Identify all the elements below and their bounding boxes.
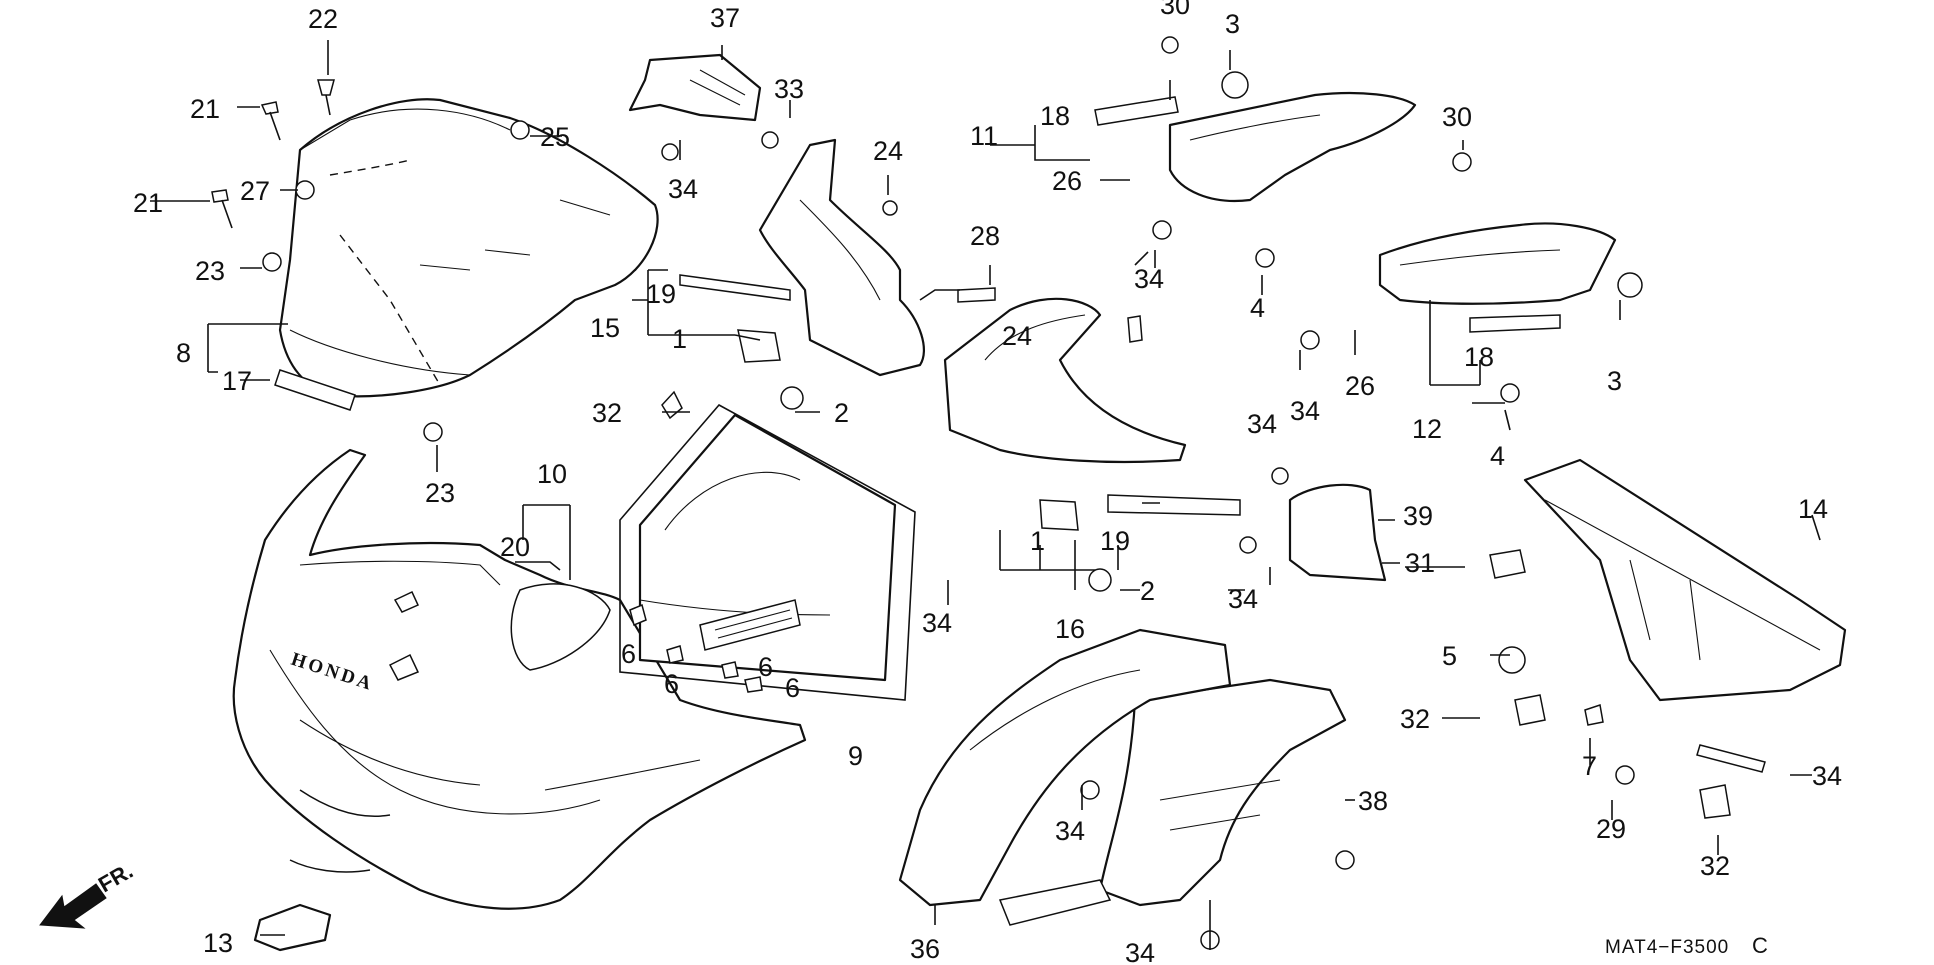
callout-12: 12 bbox=[1412, 414, 1442, 444]
callout-30: 30 bbox=[1442, 102, 1472, 132]
diagram-revision: C bbox=[1752, 933, 1768, 958]
diagram-code: MAT4−F3500 bbox=[1605, 937, 1729, 958]
callout-23: 23 bbox=[195, 256, 225, 286]
callout-16: 16 bbox=[1055, 614, 1085, 644]
callout-1: 1 bbox=[1030, 526, 1045, 556]
callout-18: 18 bbox=[1464, 342, 1494, 372]
callout-32: 32 bbox=[1700, 851, 1730, 881]
callout-34: 34 bbox=[1134, 264, 1164, 294]
callout-26: 26 bbox=[1345, 371, 1375, 401]
callout-33: 32 bbox=[592, 398, 622, 428]
callout-34: 34 bbox=[1228, 584, 1258, 614]
callout-21: 21 bbox=[133, 188, 163, 218]
callout-6: 6 bbox=[758, 652, 773, 682]
callout-7: 7 bbox=[1582, 751, 1597, 781]
callout-9: 9 bbox=[848, 741, 863, 771]
callout-numbers: 22 21 25 21 27 23 8 17 23 10 20 13 37 33… bbox=[133, 0, 1842, 965]
callout-40: 39 bbox=[1403, 501, 1433, 531]
callout-23: 23 bbox=[425, 478, 455, 508]
callout-30: 30 bbox=[1160, 0, 1190, 20]
callout-34: 34 bbox=[1290, 396, 1320, 426]
callout-31: 31 bbox=[1405, 548, 1435, 578]
callout-34: 33 bbox=[774, 74, 804, 104]
callout-19: 19 bbox=[1100, 526, 1130, 556]
callout-3: 3 bbox=[1225, 9, 1240, 39]
callout-2: 2 bbox=[1140, 576, 1155, 606]
side-duct-11 bbox=[1094, 91, 1417, 203]
callout-34: 34 bbox=[1247, 409, 1277, 439]
callout-19: 19 bbox=[646, 279, 676, 309]
callout-10: 10 bbox=[537, 459, 567, 489]
cowl-stay-14 bbox=[1523, 458, 1847, 702]
duct-piece-38 bbox=[628, 53, 762, 122]
callout-4: 4 bbox=[1490, 441, 1505, 471]
callout-24: 24 bbox=[1002, 321, 1032, 351]
callout-14: 14 bbox=[1798, 494, 1828, 524]
callout-21: 21 bbox=[190, 94, 220, 124]
callout-36: 34 bbox=[1812, 761, 1842, 791]
bracket-40 bbox=[1288, 483, 1387, 582]
callout-2: 2 bbox=[834, 398, 849, 428]
callout-34: 34 bbox=[1125, 938, 1155, 965]
callout-37: 36 bbox=[910, 934, 940, 964]
callout-5: 5 bbox=[1442, 641, 1457, 671]
leader-lines bbox=[150, 40, 1821, 950]
front-direction-indicator: FR. bbox=[39, 858, 137, 929]
callout-22: 22 bbox=[308, 4, 338, 34]
callout-20: 20 bbox=[500, 532, 530, 562]
callout-6: 6 bbox=[664, 669, 679, 699]
inner-panel-part bbox=[619, 403, 916, 701]
callout-1: 1 bbox=[672, 324, 687, 354]
middle-cowl-right bbox=[943, 297, 1241, 531]
callout-39: 38 bbox=[1358, 786, 1388, 816]
callout-11: 11 bbox=[970, 121, 998, 151]
callout-15: 15 bbox=[590, 313, 620, 343]
callout-34: 34 bbox=[668, 174, 698, 204]
callout-28: 29 bbox=[1596, 814, 1626, 844]
callout-25: 25 bbox=[540, 122, 570, 152]
callout-24: 24 bbox=[873, 136, 903, 166]
air-duct-39 bbox=[998, 678, 1347, 926]
callout-6: 6 bbox=[621, 639, 636, 669]
upper-cowl-part: HONDA bbox=[232, 448, 807, 910]
air-duct-37 bbox=[898, 628, 1232, 907]
callout-4: 4 bbox=[1250, 293, 1265, 323]
callout-34: 34 bbox=[1055, 816, 1085, 846]
callout-8: 8 bbox=[176, 338, 191, 368]
callout-38: 37 bbox=[710, 3, 740, 33]
callout-6: 6 bbox=[785, 673, 800, 703]
front-arrow-icon bbox=[39, 883, 107, 929]
side-duct-12 bbox=[1378, 222, 1617, 333]
cap-13 bbox=[253, 903, 332, 952]
callout-34: 34 bbox=[922, 608, 952, 638]
callout-27: 27 bbox=[240, 176, 270, 206]
callout-29: 28 bbox=[970, 221, 1000, 251]
windscreen-part bbox=[274, 98, 659, 411]
callout-13: 13 bbox=[203, 928, 233, 958]
fasteners bbox=[211, 36, 1766, 950]
callout-3: 3 bbox=[1607, 366, 1622, 396]
callout-18: 18 bbox=[1040, 101, 1070, 131]
middle-cowl-left bbox=[679, 138, 925, 377]
callout-26: 26 bbox=[1052, 166, 1082, 196]
diagram-code-block: MAT4−F3500 C bbox=[1605, 933, 1768, 958]
callout-32: 32 bbox=[1400, 704, 1430, 734]
callout-17: 17 bbox=[222, 366, 252, 396]
